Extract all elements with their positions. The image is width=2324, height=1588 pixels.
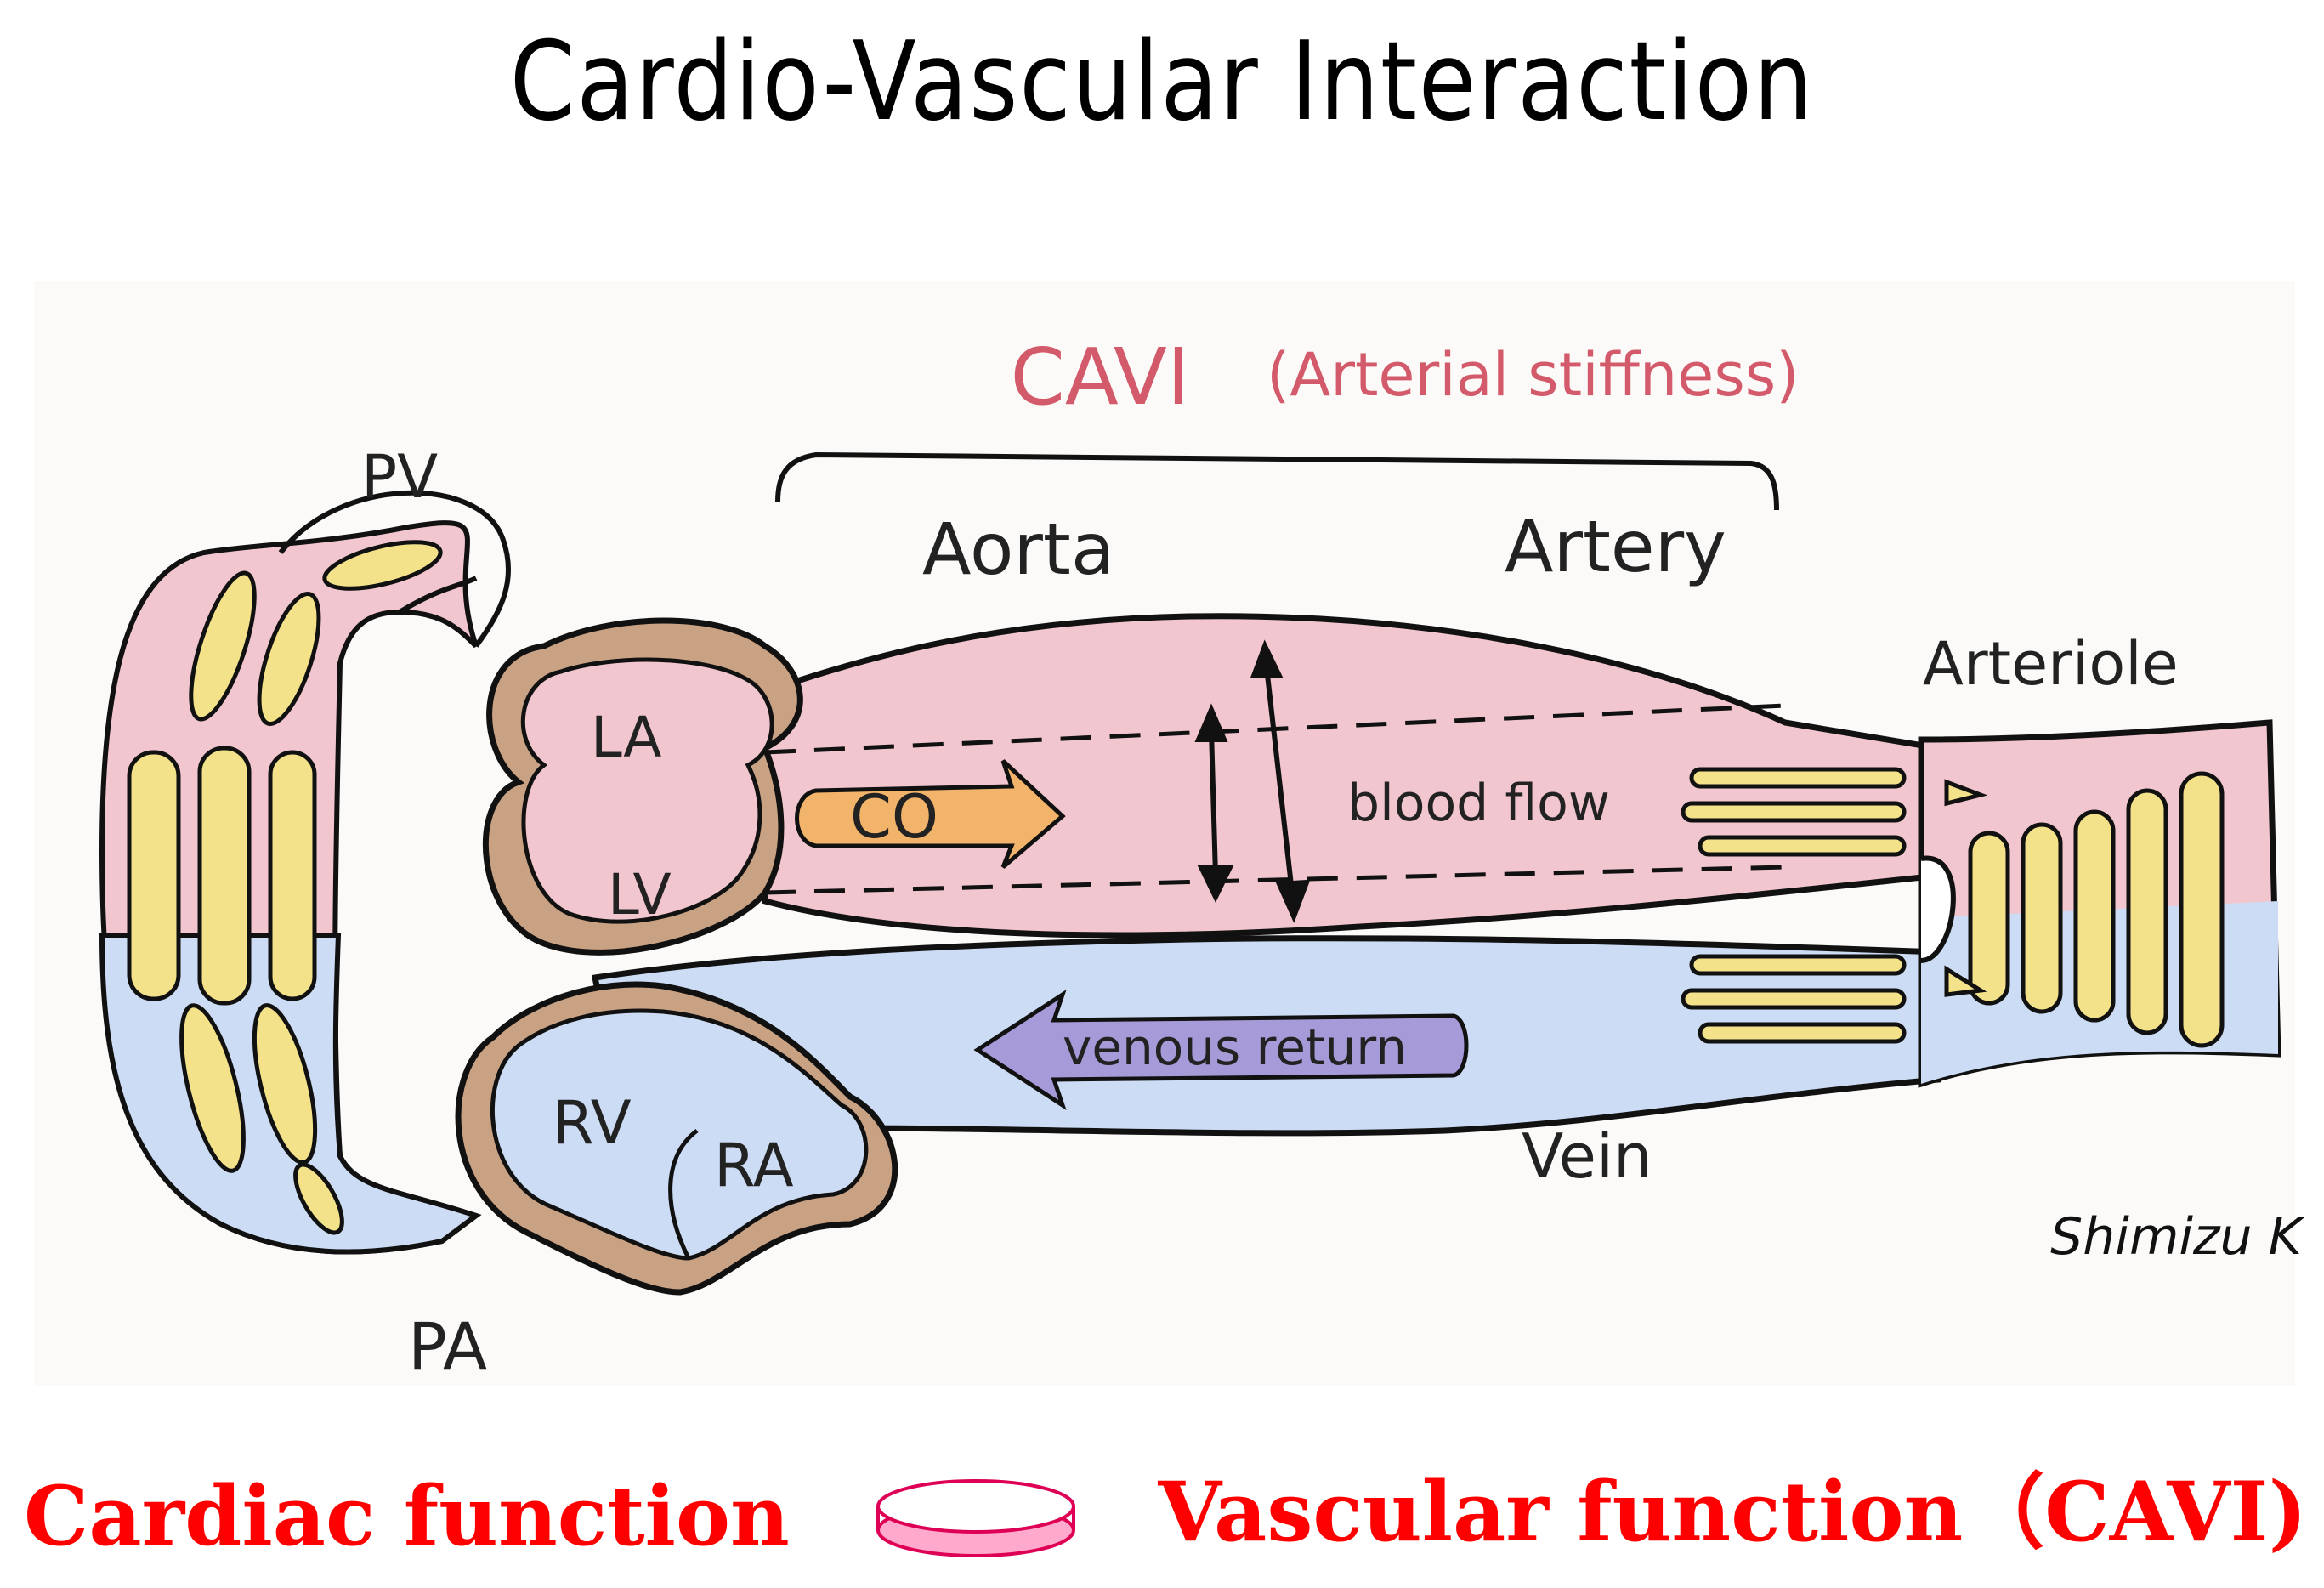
venous-return-arrow [973, 990, 1469, 1110]
capillary-stripes [1681, 767, 1907, 1044]
right-heart-chambers [490, 1008, 869, 1261]
pulmonary-vein-vessel [278, 490, 511, 648]
lv-label: LV [608, 862, 672, 927]
interaction-ring-icon [876, 1479, 1075, 1557]
cardiac-output-arrow [795, 759, 1066, 869]
cavi-bracket [775, 451, 1779, 511]
ra-label: RA [714, 1131, 794, 1200]
aorta-label: Aorta [922, 508, 1114, 591]
signature: Shimizu K [2050, 1207, 2305, 1267]
cavi-label: CAVI [1011, 332, 1190, 423]
la-label: LA [591, 705, 661, 770]
cardiac-function-caption: Cardiac function [24, 1468, 790, 1564]
rv-label: RV [553, 1088, 632, 1158]
venous-return-label: venous return [1063, 1018, 1407, 1076]
lumen-line-bottom [764, 865, 1786, 895]
artery-label: Artery [1505, 505, 1726, 588]
vein-label: Vein [1522, 1120, 1652, 1192]
vascular-function-caption: Vascular function（CAVI) [1158, 1464, 2307, 1560]
blood-flow-label: blood flow [1347, 774, 1610, 833]
pulmonary-muscle-segments [127, 540, 443, 1235]
pv-label: PV [361, 442, 438, 512]
co-label: CO [850, 782, 938, 852]
cavi-subtitle: (Arterial stiffness) [1267, 340, 1800, 410]
page-title: Cardio-Vascular Interaction [509, 19, 1815, 145]
pa-label: PA [408, 1308, 487, 1384]
diameter-arrows [1194, 639, 1311, 923]
left-heart-chambers [520, 657, 774, 924]
arteriole-muscle-segments [1944, 771, 2225, 1048]
arteriole-label: Arteriole [1923, 629, 2179, 699]
